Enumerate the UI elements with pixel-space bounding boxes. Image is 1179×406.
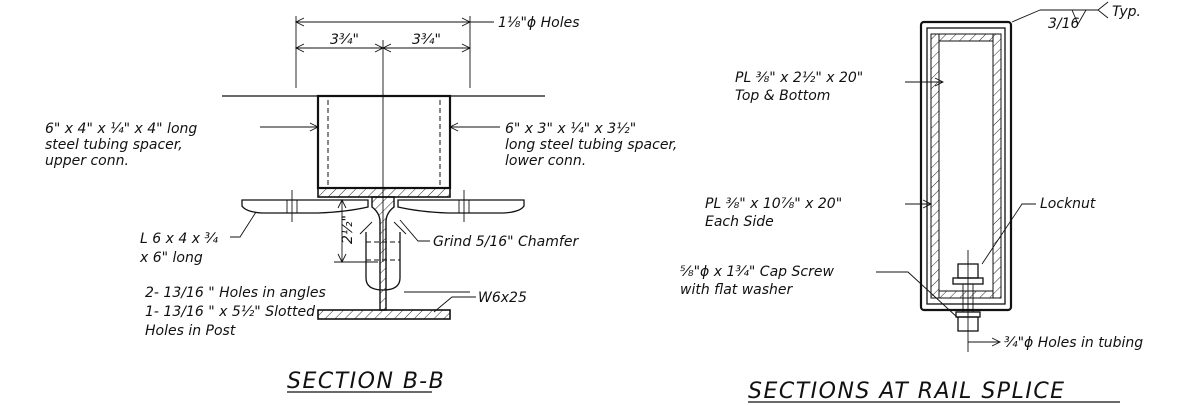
- top-plate-line1: PL ⅜" x 2½" x 20": [735, 70, 863, 86]
- leaders-right: [876, 77, 1036, 347]
- vertical-dim-label: 2½": [340, 215, 356, 244]
- holes-note-line1: 2- 13/16 " Holes in angles: [145, 285, 326, 301]
- lower-spacer-line1: 6" x 3" x ¼" x 3½": [505, 121, 636, 137]
- weld-symbol: [1011, 1, 1109, 26]
- upper-spacer-line1: 6" x 4" x ¼" x 4" long: [45, 121, 197, 137]
- angle-left: [241, 190, 369, 222]
- slot-bolt-detail: [359, 221, 407, 291]
- angle-right: [397, 190, 525, 222]
- holes-label: 1⅛"ϕ Holes: [498, 15, 580, 31]
- cap-screw-line1: ⅝"ϕ x 1¾" Cap Screw: [680, 264, 834, 280]
- angle-line1: L 6 x 4 x ¾: [140, 231, 218, 247]
- top-plate-line2: Top & Bottom: [735, 88, 830, 104]
- lower-spacer-line2: long steel tubing spacer,: [505, 137, 677, 153]
- sections-at-rail-splice: 3/16 Typ. PL ⅜" x 2½" x 20" Top & Bottom…: [680, 1, 1143, 404]
- upper-spacer-line2: steel tubing spacer,: [45, 137, 183, 153]
- leaders-left: [230, 122, 500, 313]
- section-b-b-title: SECTION B-B: [287, 369, 445, 394]
- side-plate-line1: PL ⅜" x 10⅞" x 20": [705, 196, 842, 212]
- dim-left-label: 3¾": [330, 32, 359, 48]
- cap-screw: [952, 250, 984, 352]
- rail-splice-title: SECTIONS AT RAIL SPLICE: [748, 379, 1066, 404]
- beam-label: W6x25: [478, 290, 527, 306]
- holes-note-line3: Holes in Post: [145, 323, 236, 339]
- splice-tube: [919, 20, 1013, 312]
- vertical-dimension: [334, 198, 378, 264]
- locknut-label: Locknut: [1040, 196, 1096, 212]
- dim-right-label: 3¾": [412, 32, 441, 48]
- angle-line2: x 6" long: [139, 250, 203, 266]
- weld-size-label: 3/16: [1048, 16, 1080, 32]
- beam-bottom-flange: [317, 309, 451, 320]
- beam-web: [371, 196, 395, 311]
- holes-note-line2: 1- 13/16 " x 5½" Slotted: [145, 304, 315, 320]
- beam-top-flange: [317, 187, 451, 198]
- chamfer-label: Grind 5/16" Chamfer: [433, 234, 579, 250]
- cap-screw-line2: with flat washer: [680, 282, 794, 298]
- upper-spacer-line3: upper conn.: [45, 153, 129, 169]
- lower-spacer-line3: lower conn.: [505, 153, 586, 169]
- weld-note-label: Typ.: [1112, 4, 1141, 20]
- side-plate-line2: Each Side: [705, 214, 774, 230]
- section-b-b: 3¾" 3¾" 1⅛"ϕ Holes: [45, 15, 677, 394]
- holes-tubing-label: ¾"ϕ Holes in tubing: [1004, 335, 1143, 351]
- top-dimension: [294, 16, 494, 262]
- tubing-spacer: [316, 94, 452, 190]
